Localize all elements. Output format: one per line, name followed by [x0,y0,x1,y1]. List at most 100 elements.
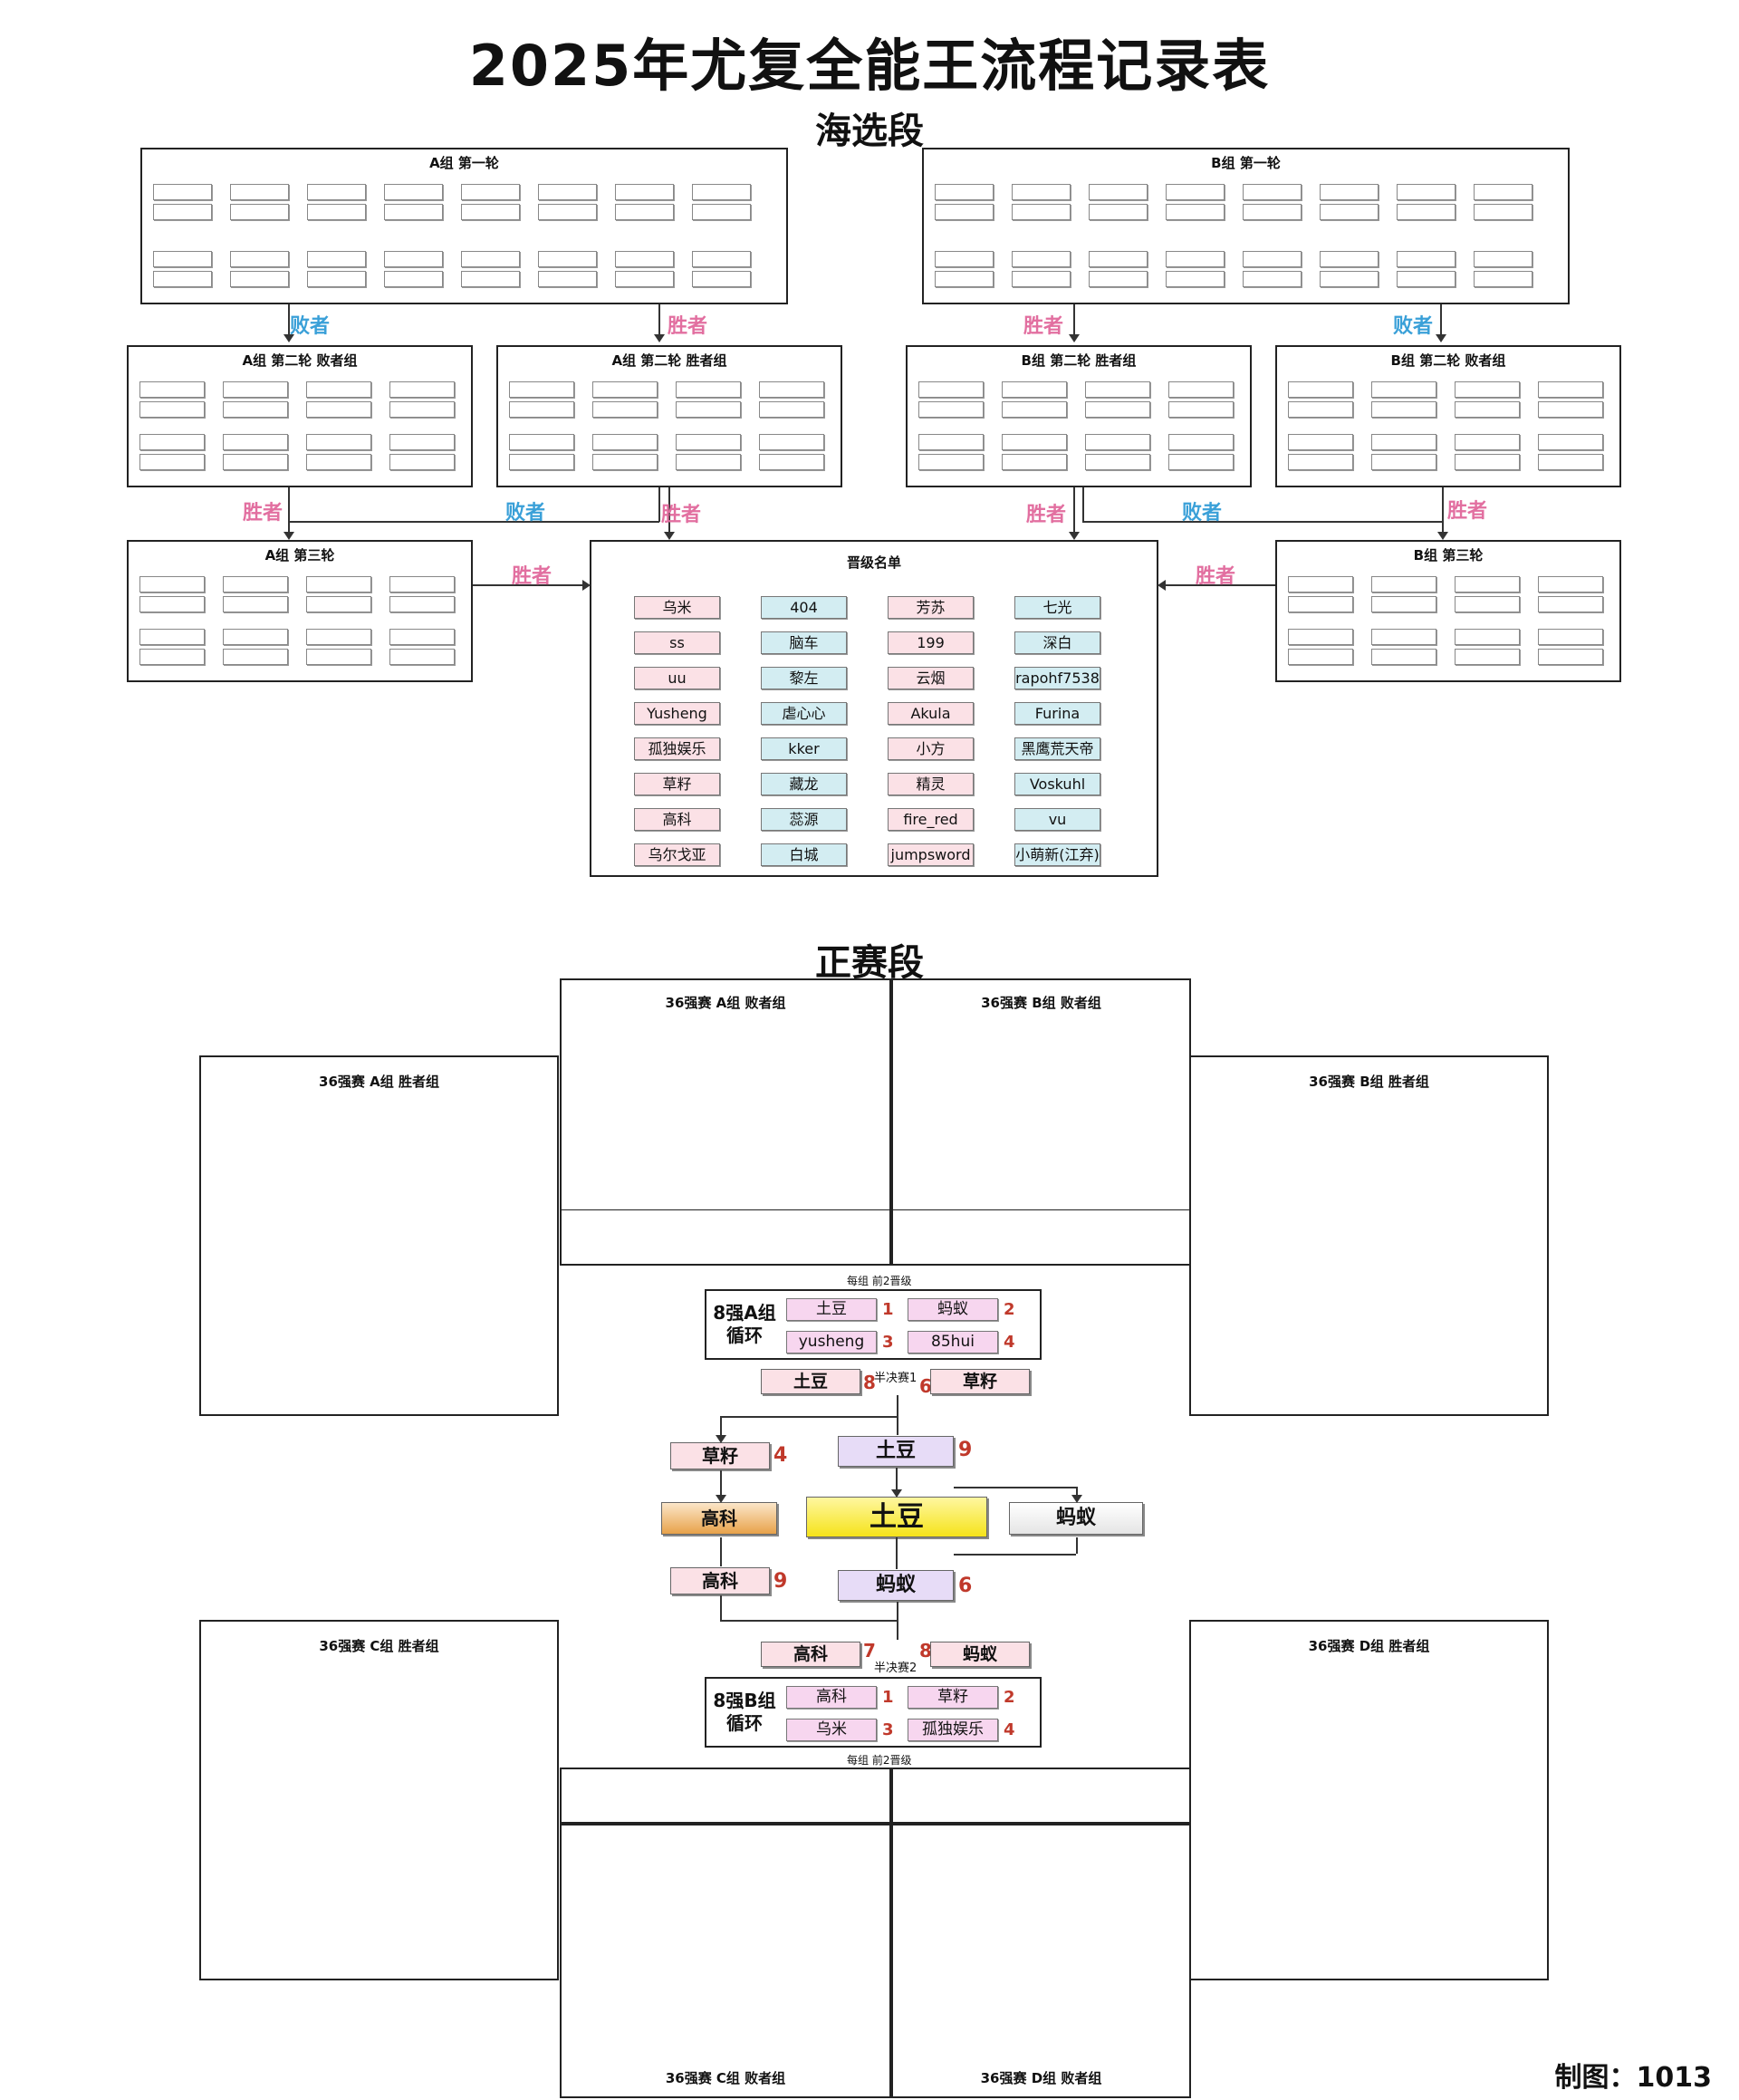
promoted-player: 黎左 [761,667,847,689]
final-lower-right: 蚂蚁 [838,1570,954,1601]
panel-16-b [891,1209,1191,1266]
rr-rank: 3 [882,1720,894,1739]
connector [1076,1537,1078,1554]
match-grid [509,381,824,470]
rr-title: 8强A组 循环 [713,1302,776,1346]
rr-player: yusheng [786,1331,877,1353]
promoted-player: 芳苏 [888,596,974,619]
panel-title: 36强赛 C组 败者组 [665,2070,786,2086]
connector [896,1537,898,1569]
arrow [283,304,294,342]
panel-b-round3: B组 第三轮 [1275,540,1621,682]
arrow [1071,1487,1082,1503]
promoted-player: 白城 [761,843,847,866]
promoted-player: kker [761,737,847,760]
connector [720,1416,897,1418]
rr-rank: 3 [882,1333,894,1352]
promoted-player: 199 [888,631,974,654]
promoted-player: 草籽 [634,773,720,795]
promotion-title: 晋级名单 [846,554,901,571]
panel-title: 36强赛 C组 胜者组 [319,1638,439,1654]
promoted-player: 小萌新(江弃) [1014,843,1100,866]
promoted-player: Voskuhl [1014,773,1100,795]
connector [720,1595,722,1620]
panel-16-a [560,1209,891,1266]
rr-rank: 4 [1004,1333,1015,1352]
main-section-title: 正赛段 [815,942,924,984]
loser-label: 败者 [290,315,331,338]
arrow [1437,487,1448,540]
promoted-player: Furina [1014,702,1100,725]
panel-title: B组 第二轮 胜者组 [1021,352,1137,369]
arrow [716,1470,726,1503]
connector [1082,521,1443,523]
panel-b-round1: B组 第一轮 [922,148,1570,304]
connector [658,487,660,522]
panel-a-round2-losers: A组 第二轮 败者组 [127,345,473,487]
author-credit: 制图：1013 [1554,2062,1713,2094]
loser-label: 败者 [1393,315,1434,338]
promoted-player: rapohf7538 [1014,667,1100,689]
connector [1082,487,1084,522]
panel-36-c-losers: 36强赛 C组 败者组 [560,1824,891,2098]
match-grid [918,381,1234,470]
arrow [1069,304,1080,342]
panel-36-a-losers: 36强赛 A组 败者组 [560,978,891,1250]
promoted-player: 小方 [888,737,974,760]
panel-a-round2-winners: A组 第二轮 胜者组 [496,345,842,487]
connector [720,1620,897,1622]
promoted-player: 虐心心 [761,702,847,725]
panel-a-round1: A组 第一轮 [140,148,788,304]
winner-label: 胜者 [243,502,283,525]
connector [954,1487,1076,1488]
promoted-player: 黑鹰荒天帝 [1014,737,1100,760]
promoted-player: 深白 [1014,631,1100,654]
rr-rank: 1 [882,1300,894,1319]
panel-title: A组 第三轮 [264,547,335,564]
round-robin-8-b: 8强B组 循环 高科 1 草籽 2 乌米 3 孤独娱乐 4 [705,1677,1042,1748]
connector [897,1395,898,1435]
rr-player: 孤独娱乐 [908,1719,998,1741]
panel-16-d [891,1768,1191,1824]
rr-rank: 1 [882,1688,894,1707]
loser-label: 败者 [1182,502,1223,525]
winner-label: 胜者 [1026,504,1067,526]
promoted-player: Akula [888,702,974,725]
promoted-player: fire_red [888,808,974,831]
rr-title: 8强B组 循环 [713,1690,776,1734]
winner-label: 胜者 [1447,500,1488,523]
panel-title: 36强赛 B组 败者组 [981,995,1101,1011]
match-grid [139,576,455,665]
match-grid [139,381,455,470]
connector [897,1602,898,1640]
promoted-player: ss [634,631,720,654]
rr-rank: 2 [1004,1300,1015,1319]
round-robin-8-a: 8强A组 循环 土豆 1 蚂蚁 2 yusheng 3 85hui 4 [705,1289,1042,1360]
final-upper-left: 草籽 [670,1442,770,1469]
rr-player: 蚂蚁 [908,1298,998,1321]
final-lower-left-score: 9 [773,1570,788,1593]
semi2-player2: 蚂蚁 [930,1642,1030,1667]
match-grid [935,184,1532,287]
runner-up: 蚂蚁 [1009,1502,1143,1535]
promoted-player: 蕊源 [761,808,847,831]
promoted-player: 乌尔戈亚 [634,843,720,866]
panel-title: 36强赛 D组 败者组 [980,2070,1102,2086]
semi1-player1: 土豆 [761,1369,860,1394]
match-grid [153,184,751,287]
panel-b-round2-losers: B组 第二轮 败者组 [1275,345,1621,487]
panel-title: A组 第二轮 胜者组 [611,352,727,369]
promoted-player: 七光 [1014,596,1100,619]
semi2-score1: 7 [863,1640,876,1662]
arrow [283,487,294,540]
panel-b-round2-winners: B组 第二轮 胜者组 [906,345,1252,487]
panel-title: A组 第二轮 败者组 [242,352,358,369]
rr-player: 85hui [908,1331,998,1353]
match-grid [1288,576,1603,665]
promoted-player: jumpsword [888,843,974,866]
promoted-player: Yusheng [634,702,720,725]
arrow [654,304,665,342]
final-upper-right-score: 9 [958,1439,973,1461]
panel-36-b-losers: 36强赛 B组 败者组 [891,978,1191,1250]
